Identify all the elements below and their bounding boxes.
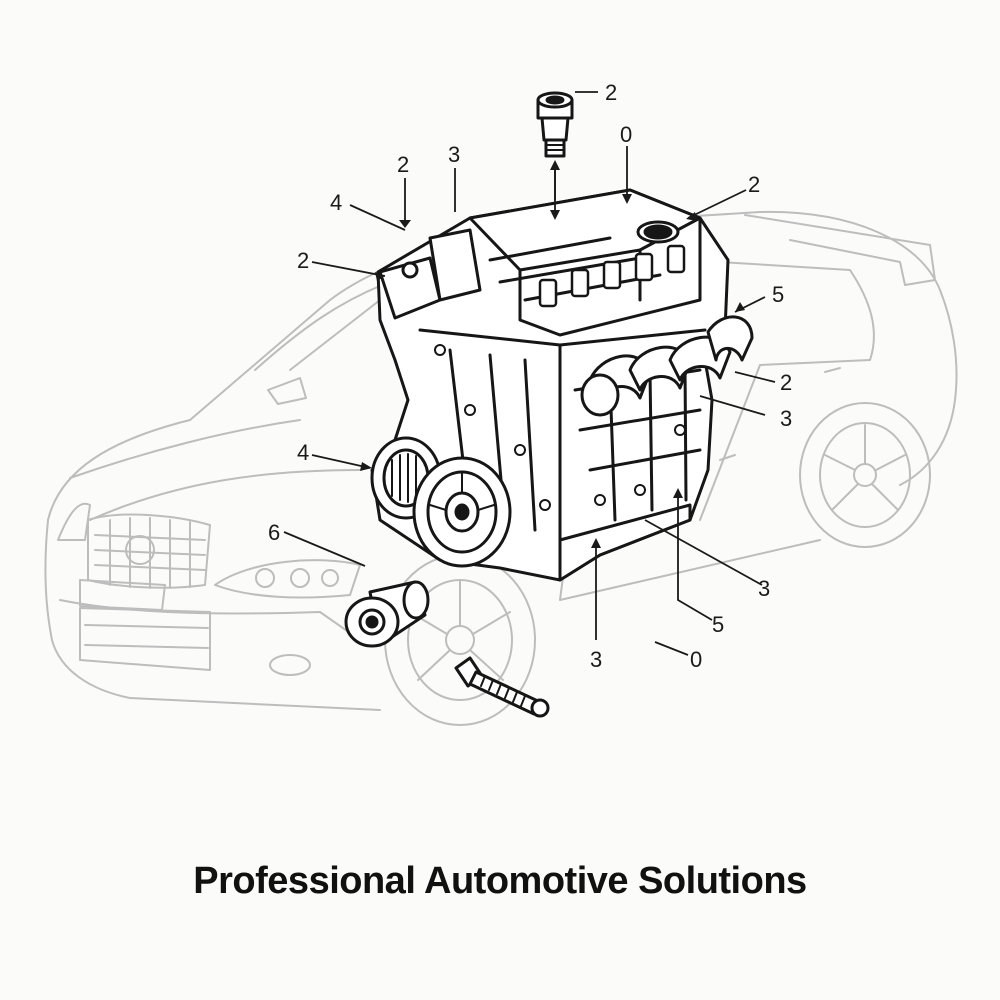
callout-label: 0 [690,647,702,672]
callout-label: 2 [748,172,760,197]
caption-title: Professional Automotive Solutions [193,860,807,902]
callout-label: 3 [590,647,602,672]
callout-label: 5 [772,282,784,307]
leader-arrowheads [360,160,745,548]
callout-label: 3 [448,142,460,167]
sensor-fitting-top [536,91,574,158]
engine-block [370,188,754,582]
callout-label: 6 [268,520,280,545]
callout-label: 2 [780,370,792,395]
callout-labels: 2 0 3 2 4 2 2 5 2 3 4 6 3 5 3 0 [268,80,792,672]
callout-label: 3 [780,406,792,431]
callout-label: 4 [297,440,309,465]
callout-label: 4 [330,190,342,215]
callout-label: 2 [297,248,309,273]
callout-label: 2 [397,152,409,177]
callout-label: 5 [712,612,724,637]
callout-label: 3 [758,576,770,601]
callout-label: 0 [620,122,632,147]
bushing-part [344,580,430,648]
callout-label: 2 [605,80,617,105]
bolt-part [454,656,550,718]
